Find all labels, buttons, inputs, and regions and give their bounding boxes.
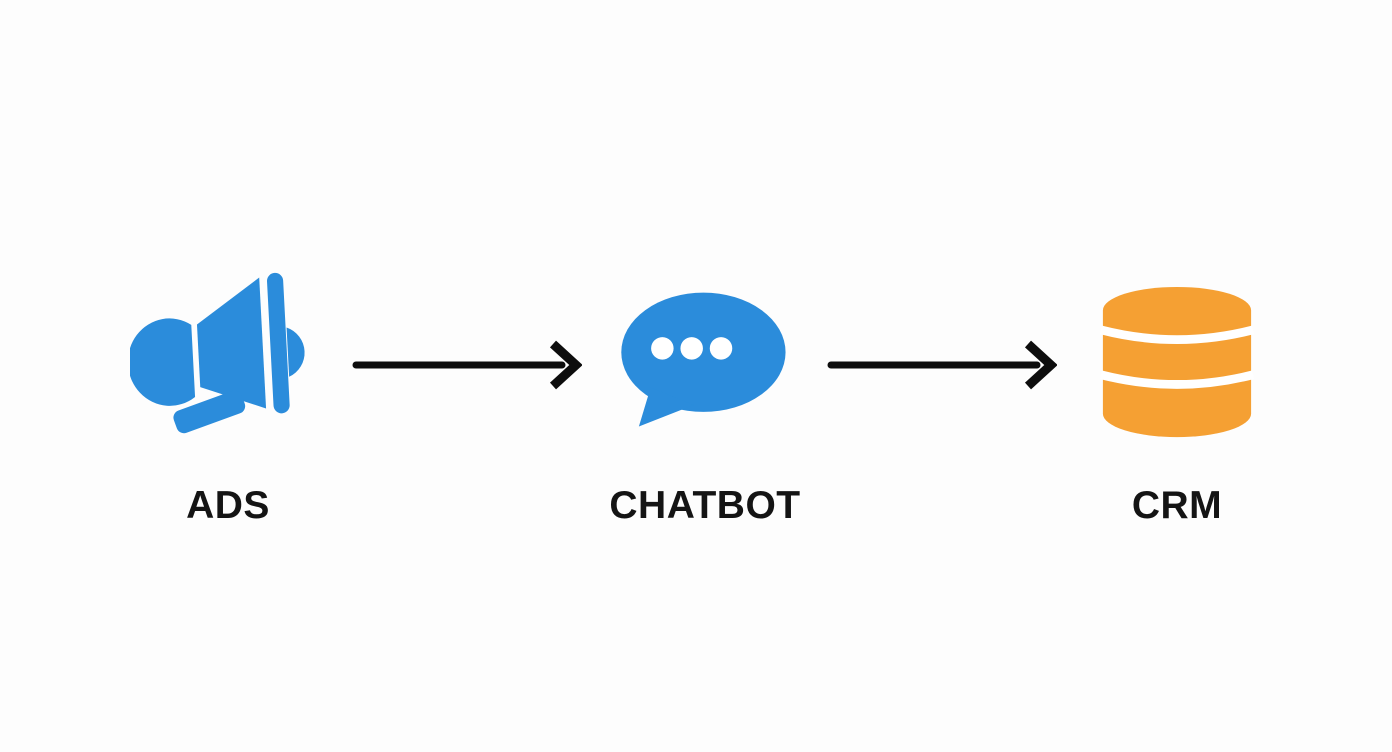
database-icon [1099,268,1255,458]
megaphone-icon [130,268,326,458]
flow-arrow-ads-to-chatbot [352,340,582,390]
node-label-ads: ADS [186,484,270,527]
node-label-chatbot: CHATBOT [609,484,801,527]
chat-bubble-icon [617,268,793,458]
flow-arrow-chatbot-to-crm [827,340,1057,390]
node-label-crm: CRM [1131,484,1223,527]
node-ads: ADS [130,268,326,528]
node-crm: CRM [1099,268,1255,528]
node-chatbot: CHATBOT [609,268,800,528]
